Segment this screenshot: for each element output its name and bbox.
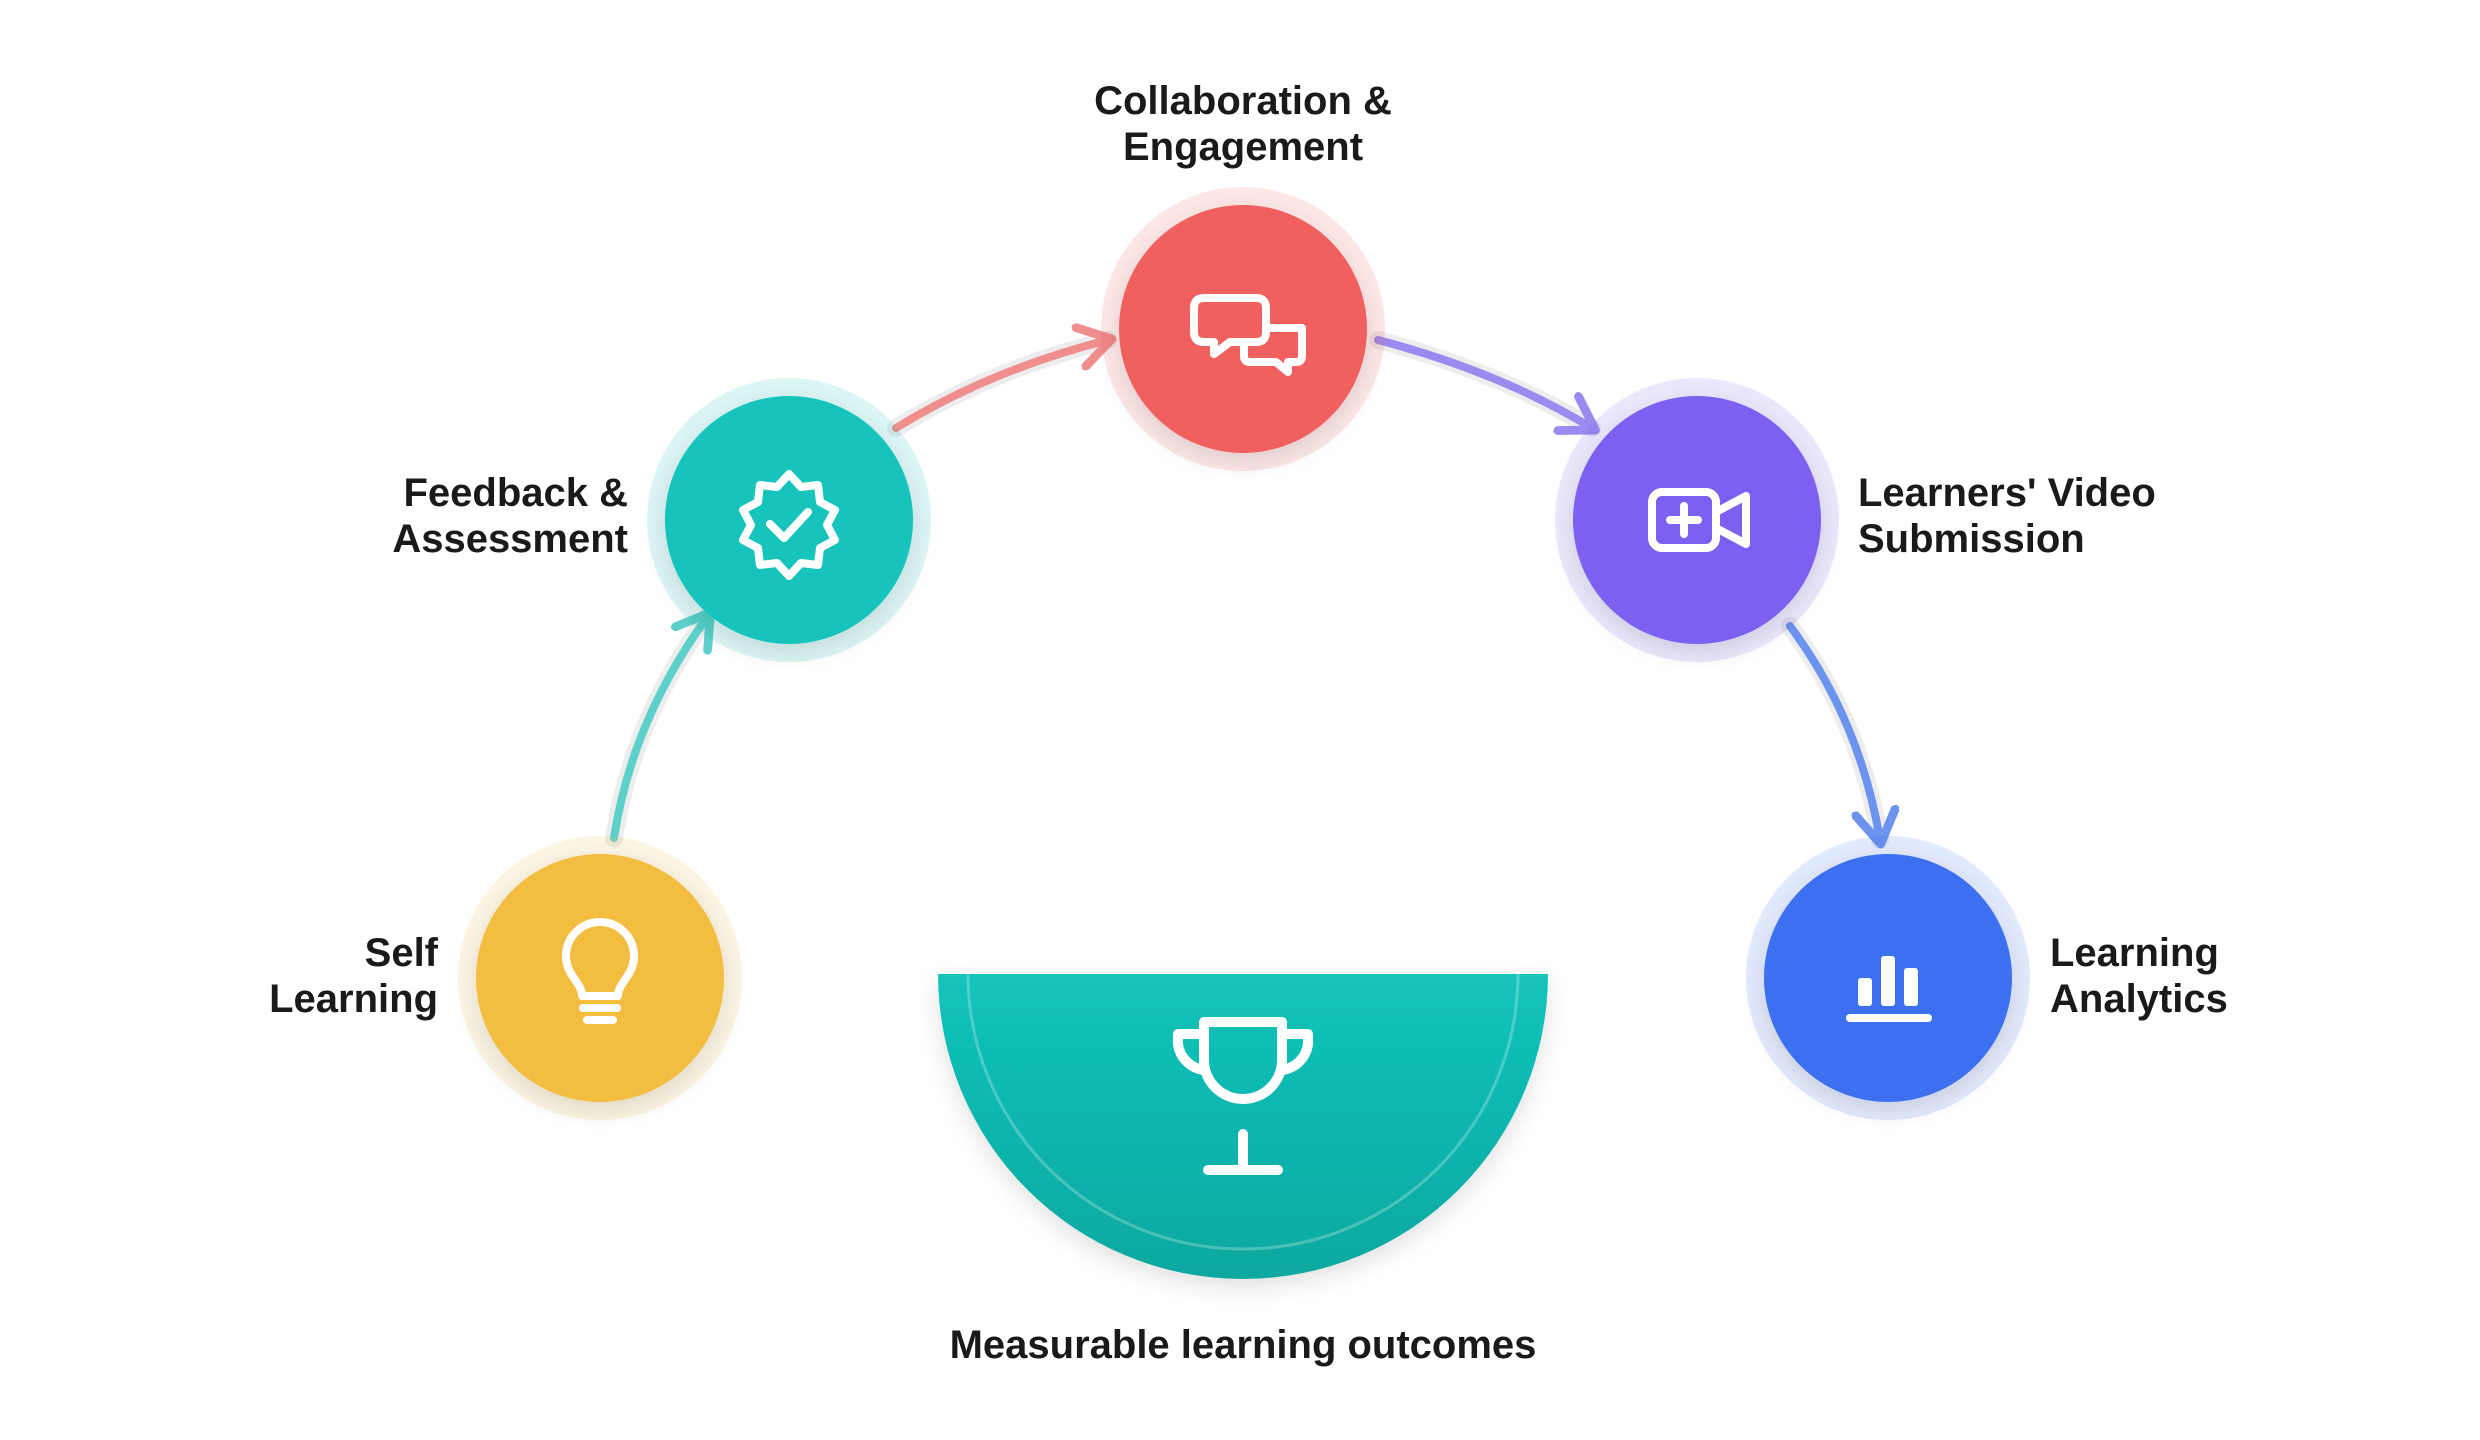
trophy-icon <box>1173 1017 1313 1175</box>
outcome-bowl <box>938 973 1548 1279</box>
lightbulb-icon <box>562 918 638 1024</box>
step-learning-analytics: Learning Analytics <box>1746 836 2228 1120</box>
chat-bubbles-icon <box>1190 294 1306 376</box>
feedback-label-line1: Feedback & <box>403 471 628 515</box>
feedback-label-line2: Assessment <box>392 517 628 561</box>
arrow-feedback-to-collaboration <box>887 331 1117 437</box>
video-add-icon <box>1648 488 1750 552</box>
step-collaboration-engagement: Collaboration & Engagement <box>1094 79 1392 471</box>
outcome-label: Measurable learning outcomes <box>950 1323 1537 1367</box>
step-feedback-assessment: Feedback & Assessment <box>392 378 931 662</box>
step-video-submission: Learners' Video Submission <box>1555 378 2156 662</box>
verified-badge-icon <box>739 470 839 580</box>
self-learning-label-line1: Self <box>365 931 439 975</box>
self-learning-label-line2: Learning <box>269 977 438 1021</box>
bar-chart-icon <box>1846 956 1932 1022</box>
analytics-label-line1: Learning <box>2050 931 2219 975</box>
arrow-self-to-feedback <box>605 607 717 847</box>
analytics-label-line2: Analytics <box>2050 977 2228 1021</box>
arrow-video-to-analytics <box>1781 617 1889 849</box>
video-submission-label-line2: Submission <box>1858 517 2085 561</box>
collaboration-label-line1: Collaboration & <box>1094 79 1392 123</box>
connectors <box>605 331 1889 849</box>
arrow-collaboration-to-video <box>1369 331 1601 437</box>
collaboration-label-line2: Engagement <box>1123 125 1363 169</box>
step-self-learning: Self Learning <box>269 836 742 1120</box>
video-submission-label-line1: Learners' Video <box>1858 471 2156 515</box>
